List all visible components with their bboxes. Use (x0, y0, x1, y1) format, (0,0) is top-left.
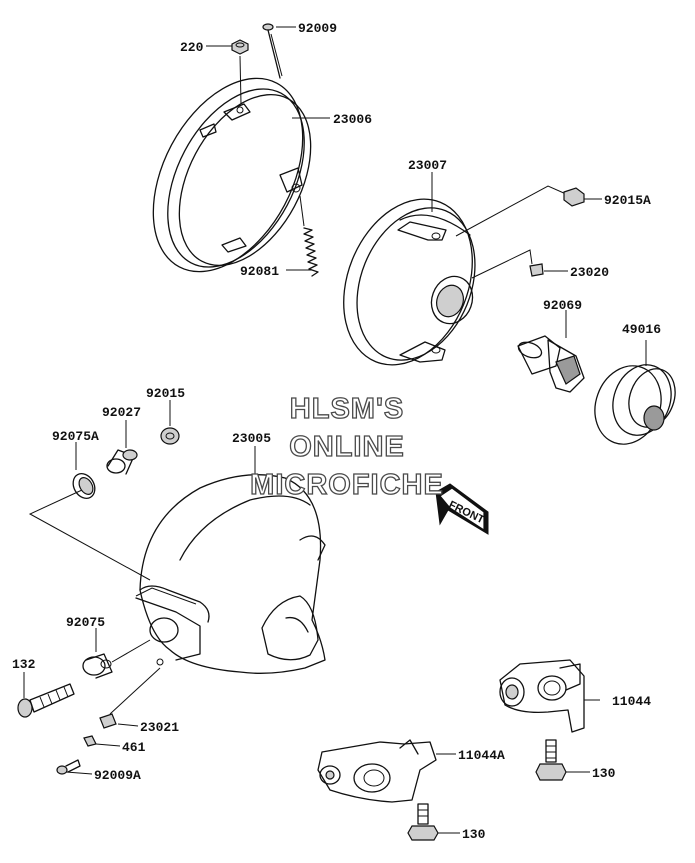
part-label-23005[interactable]: 23005 (232, 431, 271, 446)
nut-92015-drawing (160, 400, 180, 445)
nut-92015A-drawing (455, 185, 585, 237)
part-label-461[interactable]: 461 (122, 740, 146, 755)
watermark-line-2: ONLINE (289, 431, 405, 463)
headlight-rim-drawing (152, 77, 312, 273)
clip-23021-drawing (99, 667, 161, 729)
part-label-132[interactable]: 132 (12, 657, 36, 672)
grommet-92075A-drawing (72, 442, 96, 499)
bulb-92069-drawing (517, 310, 585, 393)
part-label-130-bottom[interactable]: 130 (462, 827, 486, 842)
part-label-11044[interactable]: 11044 (612, 694, 651, 709)
watermark-line-1: HLSM'S (290, 393, 404, 425)
bracket-11044A-drawing (317, 739, 456, 803)
part-labels: 220 92009 23006 92081 23007 92015A 23020… (12, 21, 661, 842)
part-label-92027[interactable]: 92027 (102, 405, 141, 420)
part-label-92009A[interactable]: 92009A (94, 768, 141, 783)
clip-23020-drawing (471, 249, 544, 279)
bracket-11044-drawing (499, 659, 600, 733)
part-label-92015[interactable]: 92015 (146, 386, 185, 401)
housing-lead-lines (28, 446, 256, 605)
screw-92009A-drawing (56, 759, 93, 775)
watermark: HLSM'S ONLINE MICROFICHE (250, 392, 444, 501)
collar-92027-drawing (106, 420, 138, 475)
watermark-line-3: MICROFICHE (250, 469, 444, 501)
part-label-92009[interactable]: 92009 (298, 21, 337, 36)
bolt-130-bottom-drawing (407, 803, 460, 841)
bolt-132-drawing (17, 672, 75, 718)
part-label-23020[interactable]: 23020 (570, 265, 609, 280)
part-label-23021[interactable]: 23021 (140, 720, 179, 735)
bolt-130-right-drawing (535, 739, 590, 781)
headlight-housing-drawing (135, 474, 326, 674)
spring-92081-drawing (299, 195, 319, 277)
part-label-130-right[interactable]: 130 (592, 766, 616, 781)
part-label-92069[interactable]: 92069 (543, 298, 582, 313)
part-label-92081[interactable]: 92081 (240, 264, 279, 279)
part-label-220[interactable]: 220 (180, 40, 204, 55)
grommet-92075-drawing (82, 628, 151, 679)
part-label-11044A[interactable]: 11044A (458, 748, 505, 763)
part-label-92075A[interactable]: 92075A (52, 429, 99, 444)
nut-220-drawing (231, 39, 249, 105)
part-label-92015A[interactable]: 92015A (604, 193, 651, 208)
part-label-49016[interactable]: 49016 (622, 322, 661, 337)
screw-92009-drawing (262, 23, 283, 79)
part-label-23006[interactable]: 23006 (333, 112, 372, 127)
reflector-unit-drawing (343, 198, 476, 366)
boot-49016-drawing (594, 340, 676, 445)
part-label-92075[interactable]: 92075 (66, 615, 105, 630)
nut-461-drawing (83, 735, 121, 747)
part-label-23007[interactable]: 23007 (408, 158, 447, 173)
